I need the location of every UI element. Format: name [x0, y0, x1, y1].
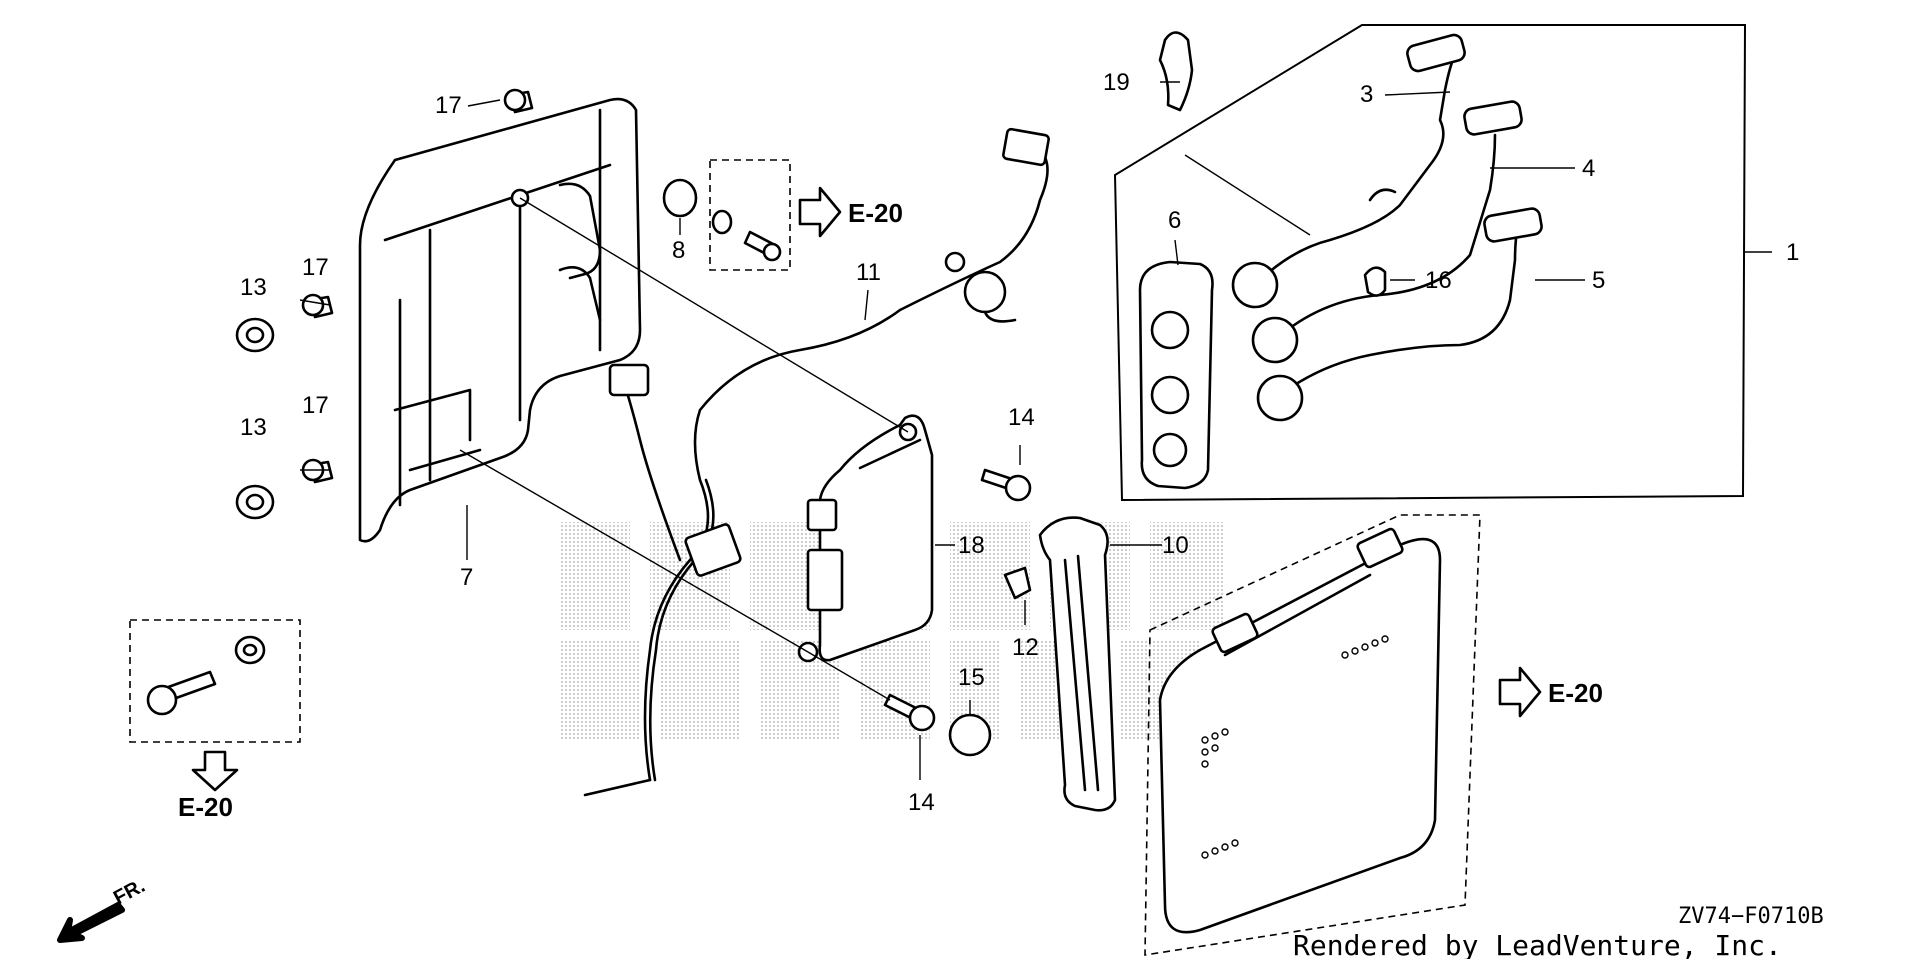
- wire-harness: [583, 127, 1050, 797]
- part-label-13-lower: 13: [240, 414, 267, 441]
- part-label-6: 6: [1168, 207, 1181, 234]
- part-label-17-middle: 17: [302, 254, 329, 281]
- part-label-14-lower: 14: [908, 789, 935, 816]
- reference-arrow-icon: [191, 750, 239, 792]
- reference-arrow-icon: [798, 186, 842, 238]
- part-label-17-bottom: 17: [302, 392, 329, 419]
- coil-holder: [1138, 260, 1214, 490]
- bracket-plate: [358, 97, 642, 543]
- seal-strip: [1038, 516, 1117, 812]
- part-label-17-top: 17: [435, 92, 462, 119]
- part-label-8: 8: [672, 237, 685, 264]
- part-labels: 1 3 4 5 6 7 8 10 11 12 13 13 14 14 15 16…: [240, 69, 1799, 816]
- render-credit: Rendered by LeadVenture, Inc.: [1293, 929, 1782, 959]
- clip-19: [1158, 31, 1194, 112]
- part-label-1: 1: [1786, 239, 1799, 266]
- front-arrow-icon: [57, 902, 125, 943]
- part-label-18: 18: [958, 532, 985, 559]
- part-label-7: 7: [460, 564, 473, 591]
- part-label-3: 3: [1360, 81, 1373, 108]
- front-indicator: FR.: [57, 875, 149, 943]
- part-label-16: 16: [1425, 267, 1452, 294]
- cdi-unit: [797, 414, 934, 663]
- part-label-19: 19: [1103, 69, 1130, 96]
- drawing-code: ZV74−F0710B: [1678, 904, 1824, 929]
- part-label-11: 11: [856, 259, 881, 286]
- reference-arrow-icon: [1498, 666, 1542, 718]
- leader-lines: [299, 81, 1772, 780]
- reference-labels: E-20 E-20 E-20: [178, 198, 1603, 822]
- part-label-14-upper: 14: [1008, 404, 1035, 431]
- part-label-15: 15: [958, 664, 985, 691]
- ref-label-e20-top: E-20: [848, 198, 903, 228]
- clip-16: [1363, 266, 1387, 297]
- cover-vent-dots: [1201, 635, 1389, 859]
- clip-12: [1003, 566, 1032, 600]
- part-label-13-upper: 13: [240, 274, 267, 301]
- reference-arrows: [191, 186, 1542, 792]
- part-label-10: 10: [1162, 532, 1189, 559]
- hardware: [129, 88, 1032, 757]
- electrical-cover: [1144, 514, 1481, 956]
- coil-set-box: [1113, 24, 1747, 502]
- part-label-4: 4: [1582, 155, 1595, 182]
- ignition-coils: [1231, 33, 1543, 422]
- part-label-12: 12: [1012, 634, 1039, 661]
- part-label-5: 5: [1592, 267, 1605, 294]
- ref-label-e20-right: E-20: [1548, 678, 1603, 708]
- ref-label-e20-bottom-left: E-20: [178, 792, 233, 822]
